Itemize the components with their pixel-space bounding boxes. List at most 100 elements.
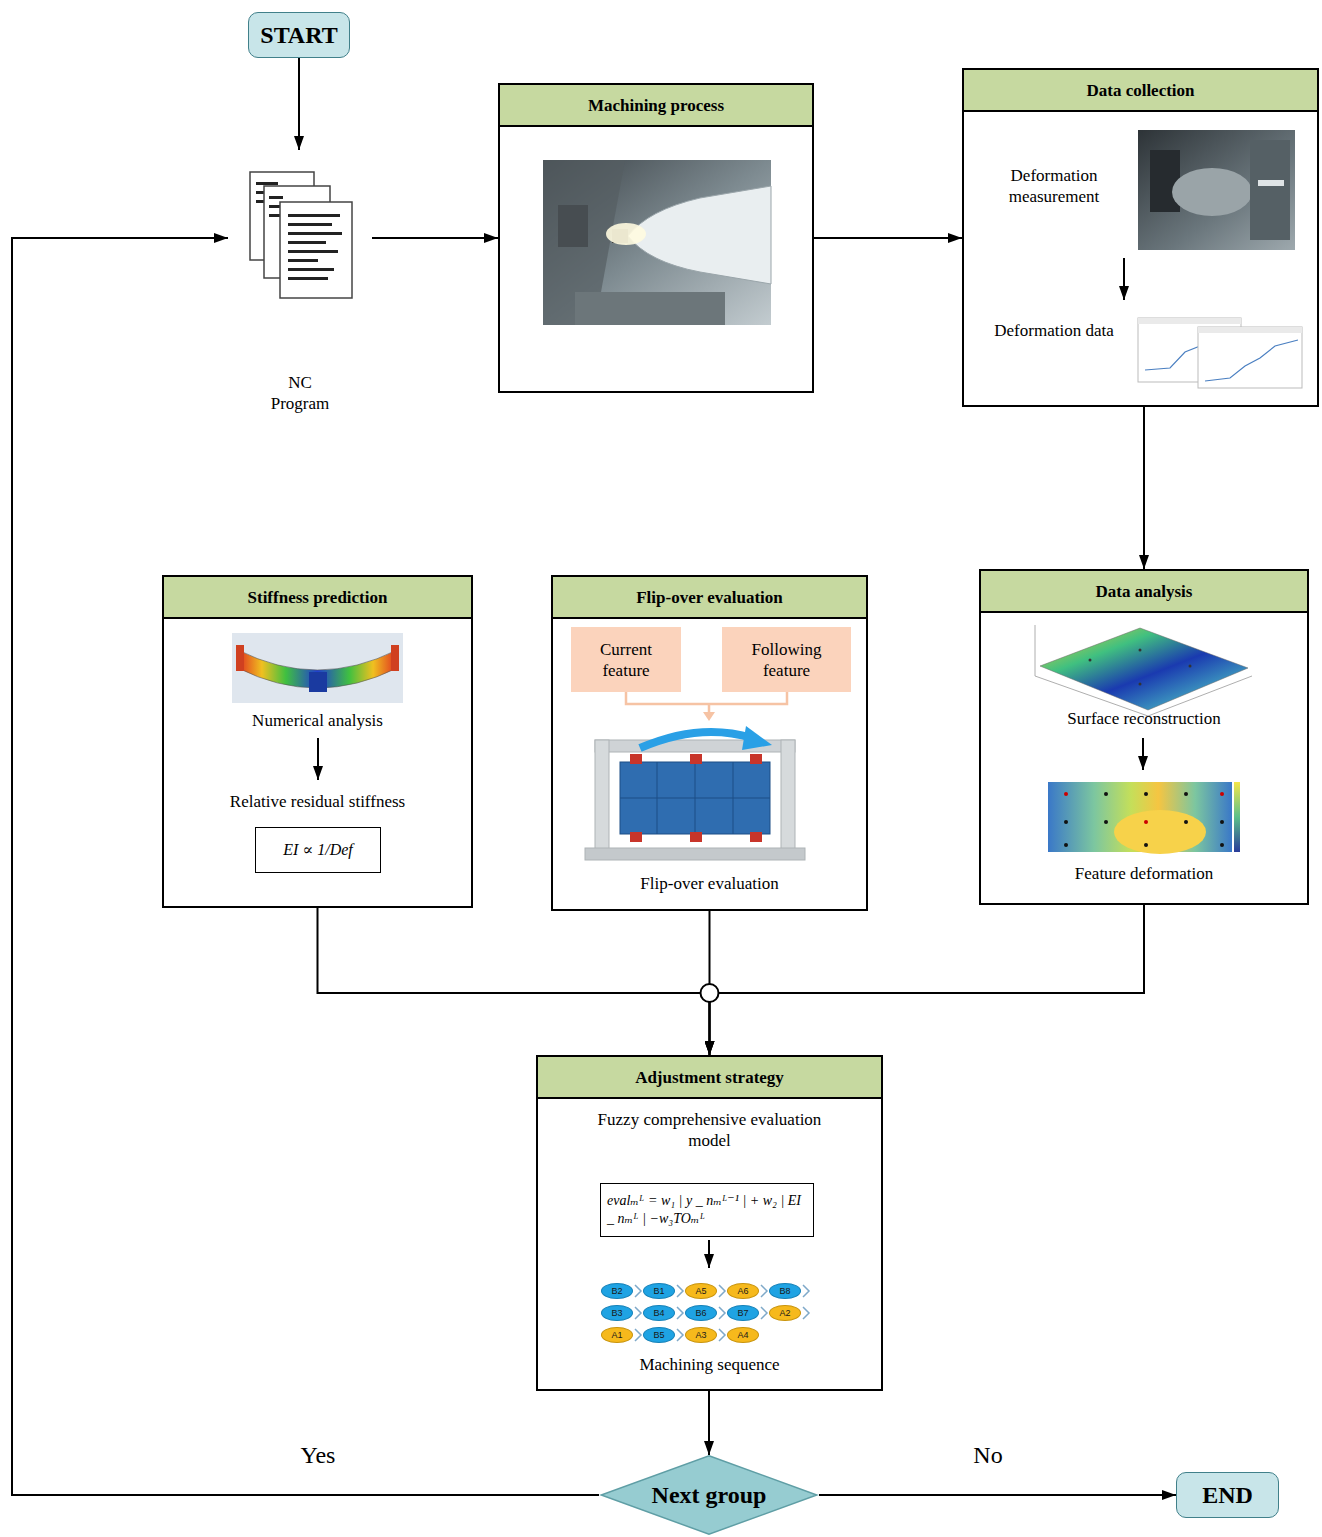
node-text: A6 [737, 1286, 748, 1296]
merge-junction [701, 984, 719, 1002]
text-slot: Deformation measurement [979, 165, 1129, 207]
edge-label: No [948, 1441, 1028, 1469]
text-slot: Numerical analysis [164, 710, 471, 731]
node-text: EI ∝ 1/Def [283, 841, 352, 859]
node-text: Fuzzy comprehensive evaluation model [584, 1109, 835, 1151]
node-text: B4 [653, 1308, 664, 1318]
node-text: Numerical analysis [164, 710, 471, 731]
text-slot: Deformation data [979, 320, 1129, 341]
text-slot: Relative residual stiffness [164, 791, 471, 812]
heading-band: Flip-over evaluation [553, 577, 866, 619]
node-text: Feature deformation [981, 863, 1307, 884]
edge-label-slot: Yes [278, 1441, 358, 1469]
sequence-oval: B5 [643, 1327, 675, 1343]
flow-arrow [12, 238, 599, 1495]
sequence-oval: A6 [727, 1283, 759, 1299]
start-terminal: START [248, 12, 350, 58]
measurement-photo [1138, 130, 1295, 250]
document-node: NC Program [228, 150, 372, 425]
node-text: Deformation measurement [979, 165, 1129, 207]
node-text: A3 [695, 1330, 706, 1340]
node-text: A4 [737, 1330, 748, 1340]
heading-band: Adjustment strategy [538, 1057, 881, 1099]
node-text: Machining sequence [538, 1354, 881, 1375]
flow-arrow [710, 905, 1145, 1055]
sequence-oval: A1 [601, 1327, 633, 1343]
sequence-oval: A3 [685, 1327, 717, 1343]
sequence-oval: B8 [769, 1283, 801, 1299]
sequence-oval: B4 [643, 1305, 675, 1321]
box-heading: Adjustment strategy [635, 1067, 784, 1088]
sequence-oval: A2 [769, 1305, 801, 1321]
text-slot: NC Program [260, 372, 340, 414]
feature-box: Current feature [571, 627, 681, 692]
sequence-chevrons [635, 1285, 809, 1341]
node-text: A5 [695, 1286, 706, 1296]
sequence-oval: A4 [727, 1327, 759, 1343]
node-text: START [260, 21, 337, 49]
node-text: Surface reconstruction [981, 708, 1307, 729]
sequence-oval: A5 [685, 1283, 717, 1299]
flow-arrow [298, 58, 300, 150]
end-terminal: END [1176, 1472, 1279, 1518]
node-text: Next group [652, 1481, 767, 1509]
process-box: Adjustment strategyFuzzy comprehensive e… [536, 1055, 883, 1391]
feature-box: Following feature [722, 627, 851, 692]
node-text: B5 [653, 1330, 664, 1340]
process-box: Data analysisSurface reconstructionFeatu… [979, 569, 1309, 905]
node-text: Current feature [581, 639, 671, 681]
process-box: Stiffness predictionNumerical analysisRe… [162, 575, 473, 908]
node-text: evalₘᴸ = w₁ | y _ nₘᴸ⁻¹ | + w₂ | EI _ nₘ… [607, 1192, 807, 1228]
box-heading: Flip-over evaluation [636, 587, 783, 608]
flow-arrow [814, 237, 962, 239]
node-text: Following feature [732, 639, 841, 681]
node-text: B6 [695, 1308, 706, 1318]
process-box: Machining process [498, 83, 814, 393]
flow-arrow [819, 1494, 1176, 1496]
node-text: B1 [653, 1286, 664, 1296]
heading-band: Data collection [964, 70, 1317, 112]
flow-arrow [372, 237, 498, 239]
sequence-oval: B1 [643, 1283, 675, 1299]
text-slot: Flip-over evaluation [553, 873, 866, 894]
box-heading: Data collection [1086, 80, 1194, 101]
node-text: B3 [611, 1308, 622, 1318]
process-box: Flip-over evaluationFlip-over evaluation… [551, 575, 868, 911]
sequence-oval: B2 [601, 1283, 633, 1299]
contour-plot [1048, 782, 1240, 854]
node-text: Relative residual stiffness [164, 791, 471, 812]
process-box: Data collectionDeformation measurementDe… [962, 68, 1319, 407]
box-heading: Machining process [588, 95, 724, 116]
flow-arrow [318, 908, 710, 1055]
document-icon [250, 172, 352, 298]
node-text: B7 [737, 1308, 748, 1318]
formula-box: evalₘᴸ = w₁ | y _ nₘᴸ⁻¹ | + w₂ | EI _ nₘ… [600, 1183, 814, 1237]
box-heading: Data analysis [1096, 581, 1193, 602]
text-slot: Surface reconstruction [981, 708, 1307, 729]
deformation-charts [1138, 318, 1302, 388]
node-text: END [1202, 1481, 1253, 1509]
sequence-oval: B6 [685, 1305, 717, 1321]
text-slot: Machining sequence [538, 1354, 881, 1375]
machining-photo [543, 160, 771, 325]
formula-box: EI ∝ 1/Def [255, 827, 381, 873]
box-heading: Stiffness prediction [248, 587, 388, 608]
node-text: B8 [779, 1286, 790, 1296]
edge-label-slot: No [948, 1441, 1028, 1469]
text-slot: Fuzzy comprehensive evaluation model [584, 1109, 835, 1151]
node-text: A1 [611, 1330, 622, 1340]
node-text: Flip-over evaluation [553, 873, 866, 894]
node-text: Deformation data [979, 320, 1129, 341]
node-text: B2 [611, 1286, 622, 1296]
decision-diamond: Next group [599, 1455, 819, 1535]
sequence-oval: B7 [727, 1305, 759, 1321]
flip-over-fixture [585, 692, 805, 860]
fe-analysis-picture [232, 633, 403, 703]
surface-plot [1035, 625, 1252, 716]
heading-band: Stiffness prediction [164, 577, 471, 619]
sequence-oval: B3 [601, 1305, 633, 1321]
node-text: A2 [779, 1308, 790, 1318]
node-text: NC Program [260, 372, 340, 414]
edge-label: Yes [278, 1441, 358, 1469]
